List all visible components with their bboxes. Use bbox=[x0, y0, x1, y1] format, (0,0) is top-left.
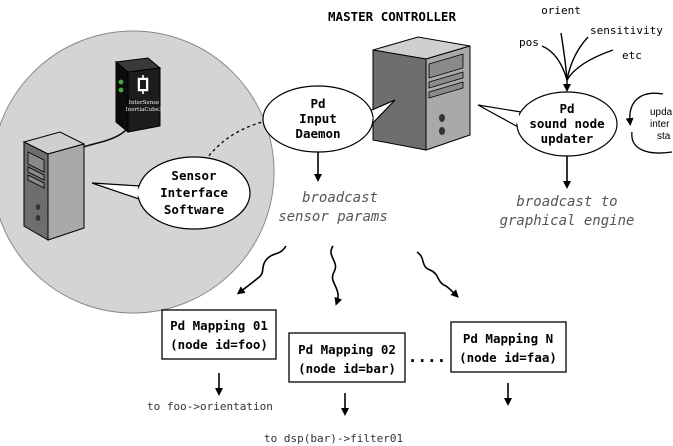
master-computer-icon bbox=[372, 36, 471, 151]
mapping-02-line-1: Pd Mapping 02 bbox=[298, 342, 396, 357]
device-model-text: InertiaCube3 bbox=[126, 107, 163, 113]
sensor-interface-line-3: Software bbox=[164, 202, 225, 217]
mapping-n-line-1: Pd Mapping N bbox=[463, 331, 553, 346]
input-daemon-bubble: Pd Input Daemon bbox=[262, 85, 396, 153]
sensor-station-circle bbox=[0, 30, 275, 314]
sensor-interface-line-1: Sensor bbox=[171, 168, 217, 183]
sound-node-updater-bubble: Pd sound node updater bbox=[477, 91, 618, 157]
input-sensitivity-label: sensitivity bbox=[590, 24, 663, 37]
mapping-02-output: to dsp(bar)->filter01 bbox=[264, 432, 403, 445]
sensor-computer-icon bbox=[22, 131, 86, 241]
wavy-arrow-left bbox=[236, 245, 287, 295]
sound-node-updater-line-2: sound node bbox=[529, 116, 605, 131]
input-daemon-line-1: Pd bbox=[310, 96, 325, 111]
input-daemon-line-3: Daemon bbox=[295, 126, 340, 141]
mapping-01-line-1: Pd Mapping 01 bbox=[170, 318, 268, 333]
wavy-arrow-right bbox=[416, 251, 459, 298]
device-brand-text: InterSense bbox=[129, 100, 159, 106]
sound-node-updater-line-3: updater bbox=[541, 131, 594, 146]
update-loop-line-2: inter bbox=[650, 119, 670, 130]
intersense-device-icon: InterSense InertiaCube3 bbox=[114, 57, 163, 134]
broadcast-graphical-line-1: broadcast to bbox=[516, 194, 617, 210]
sensor-interface-bubble: Sensor Interface Software bbox=[91, 156, 251, 230]
input-lines bbox=[541, 32, 614, 92]
input-orient-label: orient bbox=[541, 4, 581, 17]
mapping-01-output: to foo->orientation bbox=[147, 400, 273, 413]
update-loop-line-3: sta bbox=[657, 131, 671, 142]
input-daemon-line-2: Input bbox=[299, 111, 337, 126]
master-controller-title: MASTER CONTROLLER bbox=[328, 9, 456, 24]
update-loop: upda inter sta bbox=[625, 92, 673, 154]
update-loop-line-1: upda bbox=[650, 107, 673, 118]
mapping-box-n: Pd Mapping N (node id=faa) bbox=[450, 321, 567, 373]
mapping-box-02: Pd Mapping 02 (node id=bar) bbox=[288, 332, 406, 383]
broadcast-sensor-line-1: broadcast bbox=[302, 190, 378, 206]
broadcast-sensor-line-2: sensor params bbox=[278, 209, 388, 225]
sensor-interface-line-2: Interface bbox=[160, 185, 228, 200]
mapping-box-01: Pd Mapping 01 (node id=foo) bbox=[161, 309, 277, 360]
wavy-arrow-middle bbox=[330, 245, 343, 306]
input-pos-label: pos bbox=[519, 36, 539, 49]
broadcast-graphical-line-2: graphical engine bbox=[500, 213, 635, 229]
led-bottom bbox=[118, 87, 124, 93]
mapping-01-line-2: (node id=foo) bbox=[170, 337, 268, 352]
sound-node-updater-line-1: Pd bbox=[559, 101, 574, 116]
mapping-n-line-2: (node id=faa) bbox=[459, 350, 557, 365]
mapping-ellipsis: .... bbox=[408, 347, 447, 366]
input-etc-label: etc bbox=[622, 49, 642, 62]
mapping-02-line-2: (node id=bar) bbox=[298, 361, 396, 376]
led-top bbox=[118, 79, 124, 85]
